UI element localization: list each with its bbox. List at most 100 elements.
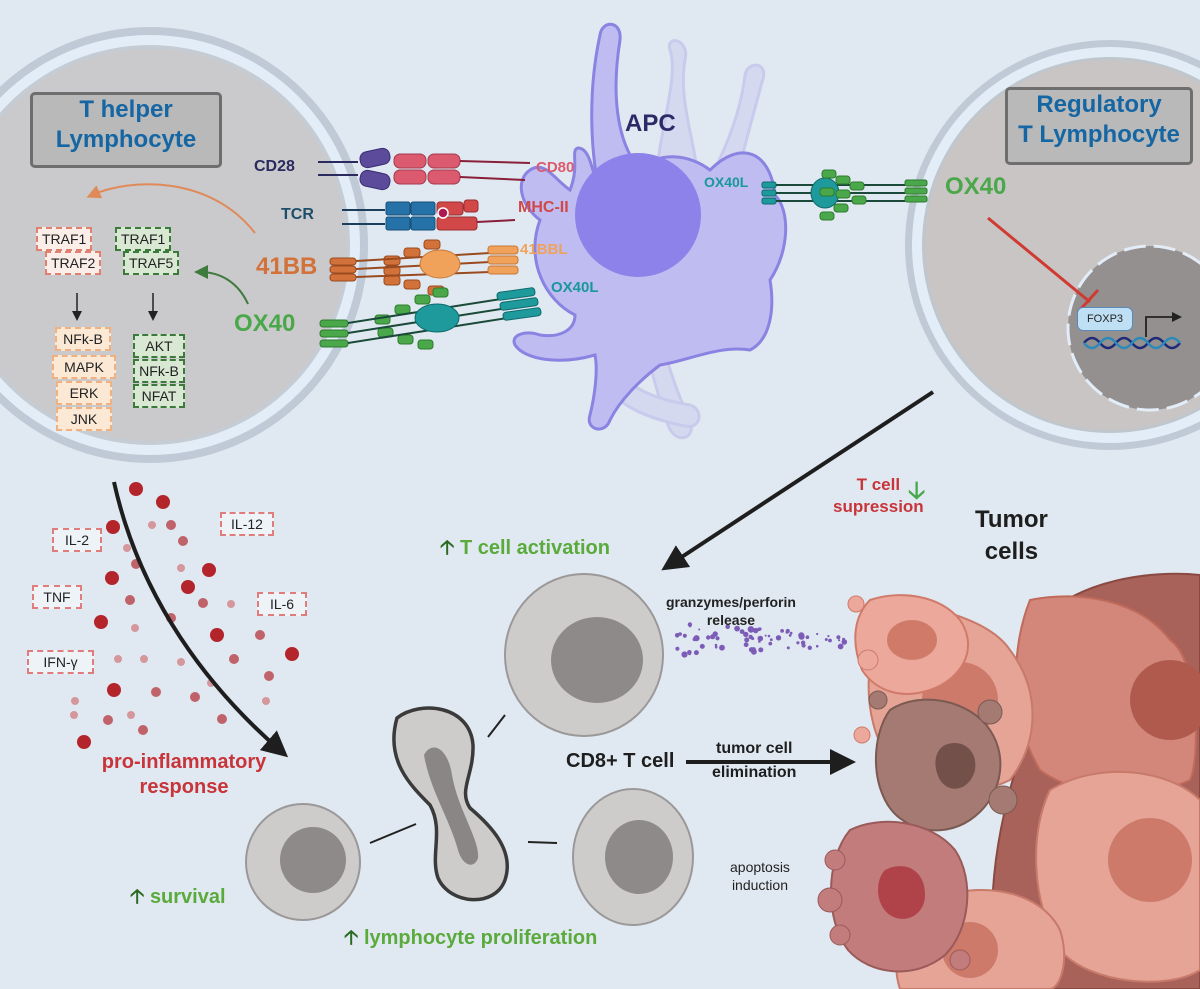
tcr-mhc-pair: [342, 199, 516, 231]
granzyme-dot: [714, 645, 718, 649]
transcription-start-arrow-icon: [1145, 312, 1182, 337]
cytokine-dot: [190, 692, 200, 702]
cytokine-dot: [140, 655, 148, 663]
granzyme-dot: [725, 624, 730, 630]
cytokine-particles: [70, 482, 299, 749]
treg-title-box: Regulatory T Lymphocyte: [1005, 87, 1193, 165]
cd80-label: CD80: [536, 159, 575, 176]
cytokine-dot: [71, 697, 79, 705]
apc-title: APC: [625, 110, 676, 137]
traf5-box: TRAF5: [123, 251, 180, 275]
apoptosis-label: apoptosis induction: [730, 859, 790, 894]
ox40-label: OX40: [234, 310, 296, 337]
cytokine-dot: [285, 647, 299, 661]
cytokine-dot: [181, 580, 195, 594]
cytokine-dot: [166, 520, 176, 530]
41bbl-label: 41BBL: [520, 241, 568, 258]
granzyme-dot: [836, 635, 841, 640]
granzyme-dot: [785, 630, 789, 634]
granzyme-particles: [674, 622, 848, 658]
treg-title-line1: Regulatory: [1036, 91, 1162, 118]
cytokine-dot: [229, 654, 239, 664]
t-cell-suppression-label: T cell supression: [833, 475, 924, 516]
granzyme-dot: [682, 633, 687, 638]
cytokine-dot: [131, 624, 139, 632]
t-cell-activation-label: 🡡 T cell activation: [440, 537, 610, 559]
traf1-41bb-box: TRAF1: [36, 227, 93, 251]
granzyme-dot: [816, 632, 819, 636]
granzyme-dot: [815, 644, 819, 648]
lymphocyte-dividing: [392, 706, 509, 902]
granzyme-dot: [747, 626, 754, 633]
granzyme-dot: [757, 635, 764, 642]
elimination-line1: tumor cell: [715, 740, 793, 757]
mhc2-label: MHC-II: [518, 199, 569, 216]
foxp3-box: FOXP3: [1077, 307, 1133, 331]
lymphocyte-survival: [245, 803, 361, 921]
granzyme-dot: [706, 635, 711, 640]
cytokine-dot: [77, 735, 91, 749]
pathway-erk: ERK: [56, 381, 112, 405]
cytokine-il2: IL-2: [52, 528, 102, 552]
pro-inflammatory-line1: pro-inflammatory: [101, 751, 267, 773]
cytokine-il6: IL-6: [257, 592, 307, 616]
granzyme-dot: [674, 633, 680, 638]
granzyme-dot: [743, 631, 749, 638]
cd8-label: CD8+ T cell: [566, 750, 675, 772]
cytokine-dot: [103, 715, 113, 725]
traf2-box: TRAF2: [45, 251, 102, 275]
t-cell-suppression-line2: supression: [833, 496, 924, 516]
t-helper-title-box: T helper Lymphocyte: [30, 92, 222, 168]
granzyme-dot: [753, 627, 759, 634]
cytokine-dot: [107, 683, 121, 697]
cytokine-dot: [138, 725, 148, 735]
granzyme-dot: [827, 635, 830, 638]
t-helper-title-line1: T helper: [79, 96, 173, 123]
survival-text: survival: [149, 886, 226, 908]
cytokine-dot: [156, 495, 170, 509]
granzyme-dot: [801, 643, 806, 648]
granzyme-dot: [758, 647, 764, 653]
cytokine-dot: [106, 520, 120, 534]
tumor-cells: [817, 572, 1200, 989]
granzyme-dot: [828, 638, 832, 643]
t-helper-title-line2: Lymphocyte: [55, 126, 197, 153]
up-arrow-icon: 🡡: [344, 927, 359, 949]
cd28-label: CD28: [254, 158, 295, 175]
granzymes-label: granzymes/perforin release: [666, 594, 796, 629]
lymphocyte-proliferation-label: 🡡 lymphocyte proliferation: [344, 927, 597, 949]
apc-nucleus: [575, 153, 701, 277]
cytokine-dot: [217, 714, 227, 724]
granzyme-dot: [780, 629, 784, 633]
granzyme-dot: [719, 644, 725, 651]
cytokine-dot: [210, 628, 224, 642]
granzyme-dot: [688, 624, 692, 628]
dna-helix-icon: [1083, 336, 1181, 350]
granzyme-dot: [789, 631, 793, 635]
up-arrow-icon: 🡡: [440, 537, 455, 559]
up-arrow-icon: 🡡: [130, 886, 145, 908]
granzyme-dot: [681, 651, 688, 658]
cytokine-dot: [202, 563, 216, 577]
down-arrow-icon: 🡣: [908, 477, 926, 504]
granzyme-dot: [739, 629, 745, 634]
granzyme-dot: [699, 643, 705, 649]
cytokine-il12: IL-12: [220, 512, 274, 536]
granzyme-dot: [838, 639, 841, 642]
cytokine-dot: [129, 482, 143, 496]
granzyme-dot: [824, 638, 828, 641]
tumor-title-line2: cells: [984, 538, 1039, 566]
granzyme-dot: [805, 635, 810, 639]
granzyme-dot: [757, 627, 761, 632]
granzyme-dot: [775, 635, 782, 641]
pro-inflammatory-label: pro-inflammatory response: [96, 751, 272, 798]
granzyme-dot: [692, 637, 697, 642]
granzyme-dot: [764, 634, 767, 637]
cytokine-dot: [255, 630, 265, 640]
granzyme-dot: [788, 634, 792, 637]
pro-inflammatory-line2: response: [139, 776, 229, 798]
tumor-cells-title: Tumor cells: [975, 506, 1048, 566]
apc-cell: [512, 22, 788, 440]
ox40l-left-label: OX40L: [551, 279, 599, 296]
cytokine-dot: [125, 595, 135, 605]
